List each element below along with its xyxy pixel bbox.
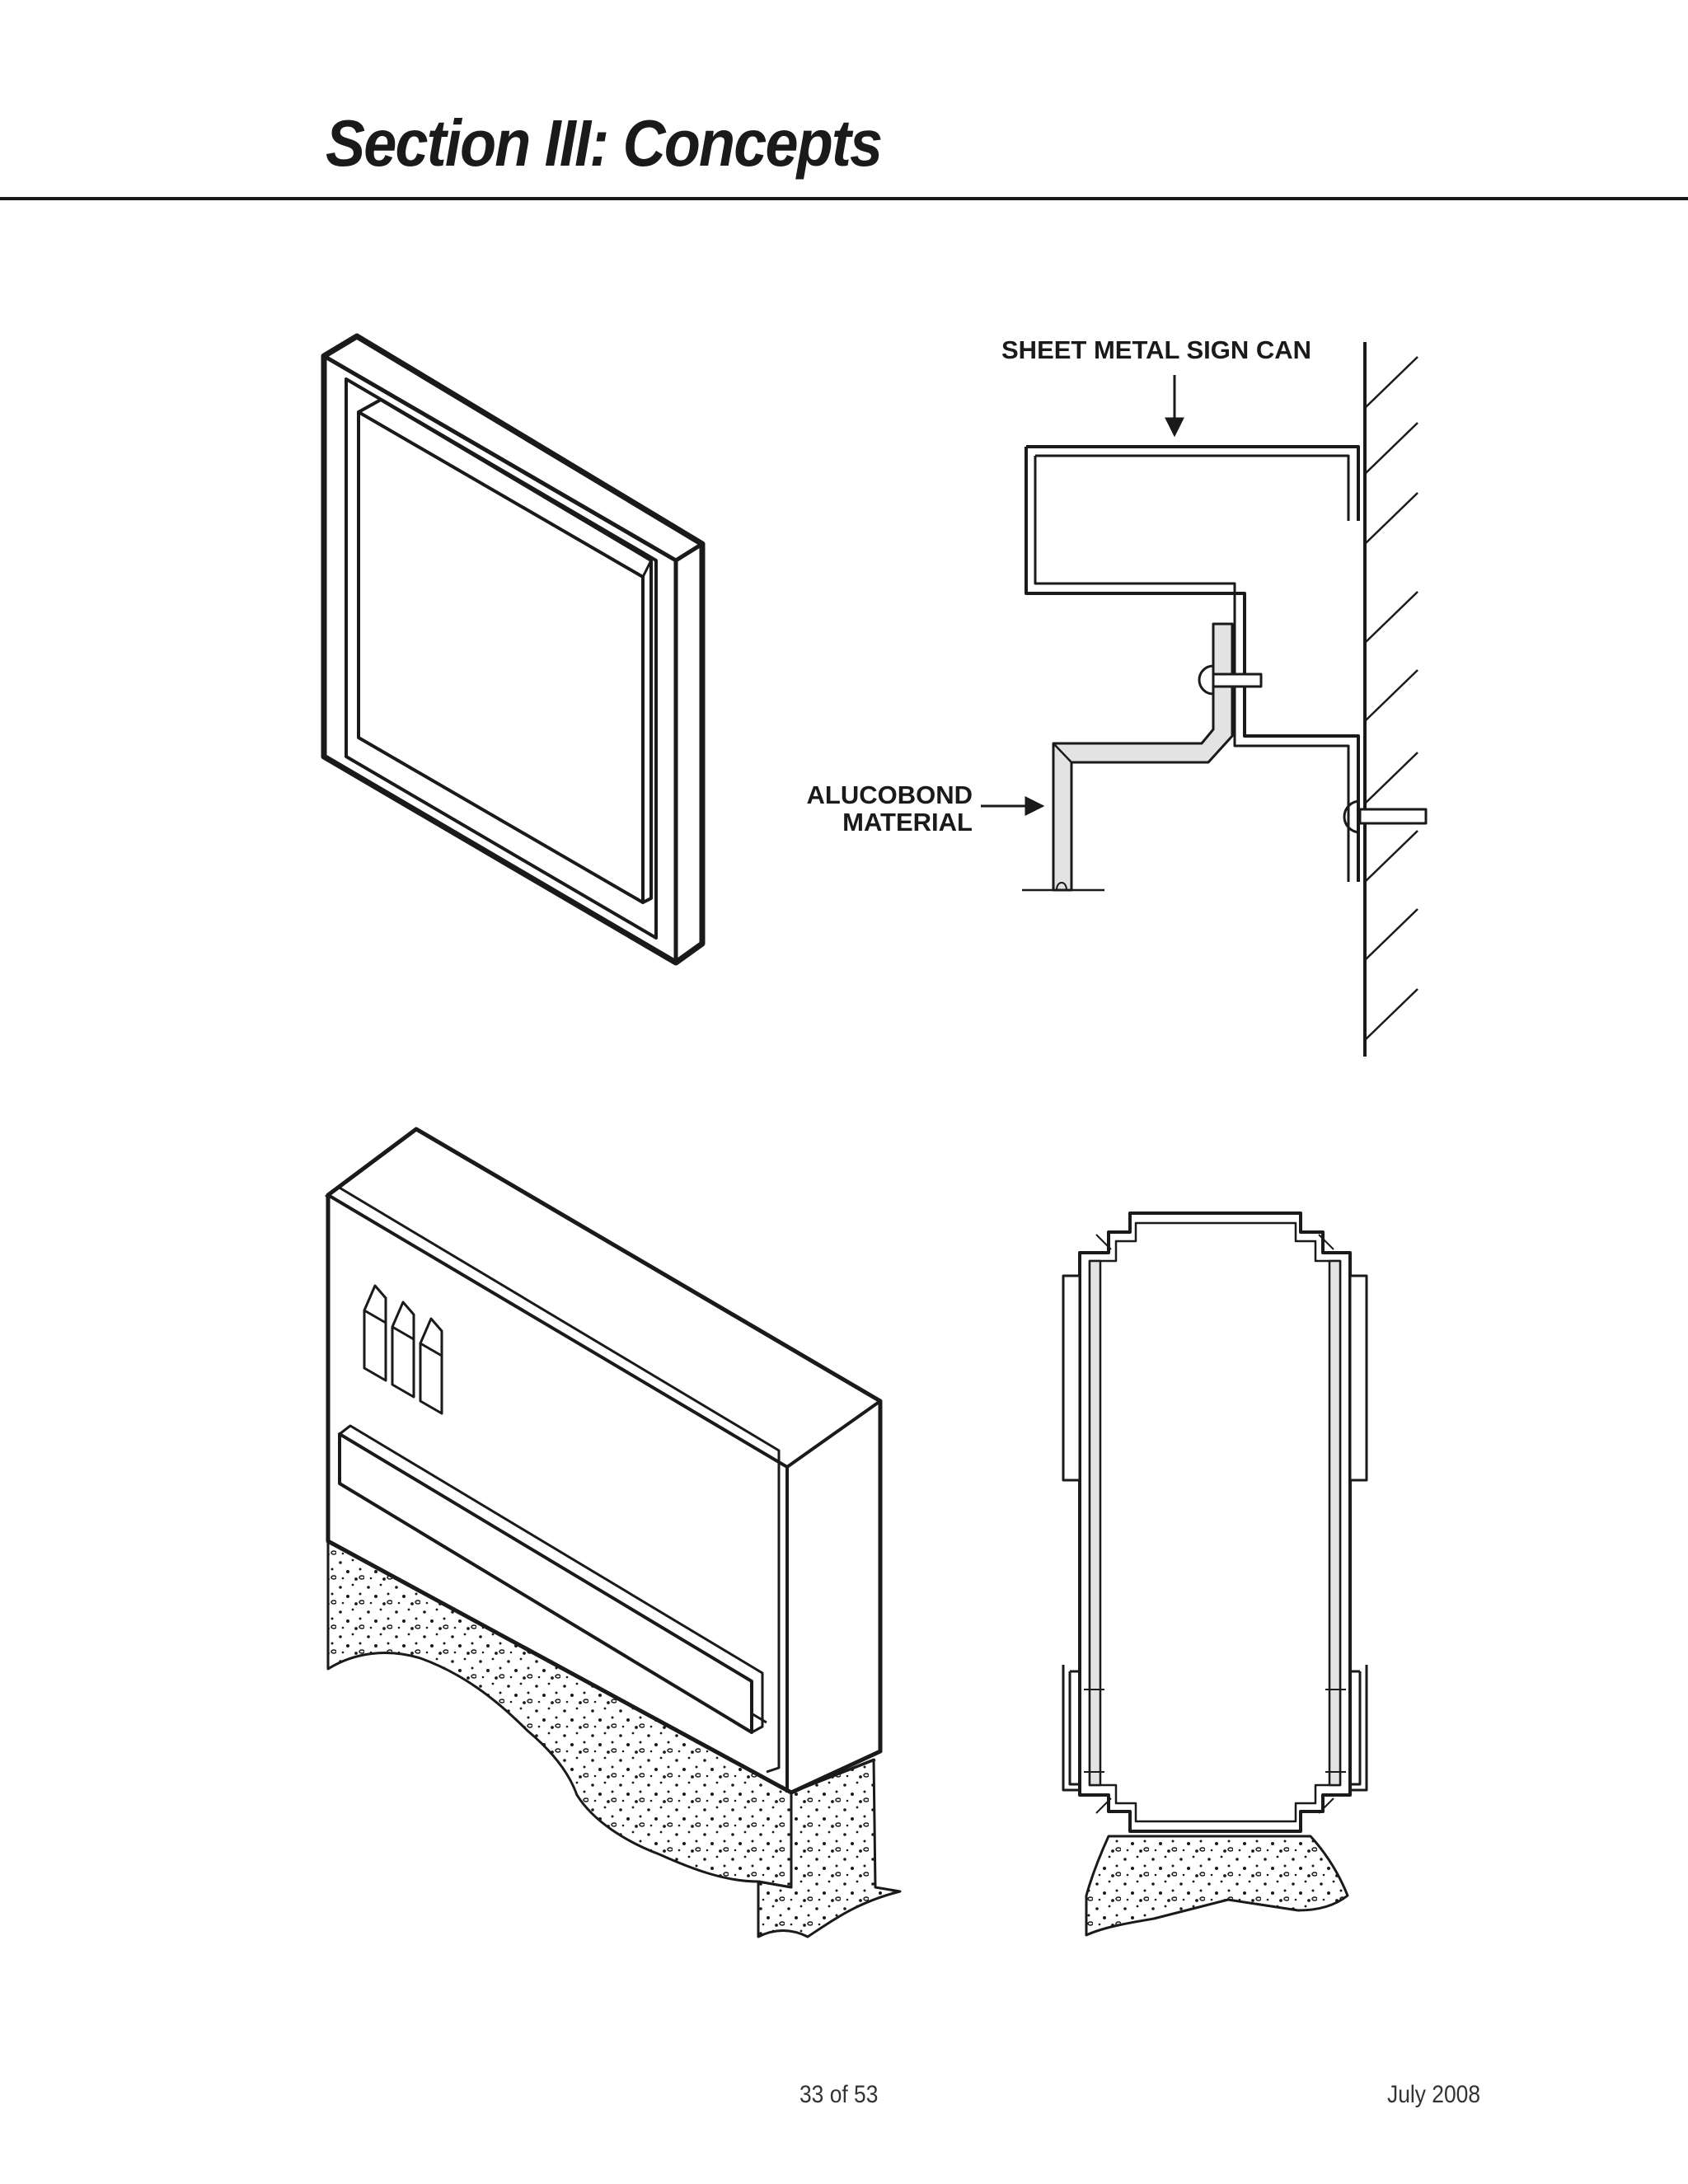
monument-section-drawing	[1062, 1212, 1368, 1937]
footer-date: July 2008	[1387, 2081, 1481, 2108]
monument-sign-drawing	[325, 1127, 902, 1938]
wall-panel-drawing	[321, 333, 706, 966]
page-number: 33 of 53	[799, 2081, 879, 2108]
sheet-metal-sign-can-label: SHEET METAL SIGN CAN	[1001, 335, 1311, 364]
title-rule	[0, 197, 1688, 200]
alucobond-label-line2: MATERIAL	[842, 808, 973, 837]
page-title: Section III: Concepts	[326, 106, 883, 180]
alucobond-label-line1: ALUCOBOND	[807, 780, 973, 809]
sign-can-section-drawing	[981, 342, 1428, 1057]
